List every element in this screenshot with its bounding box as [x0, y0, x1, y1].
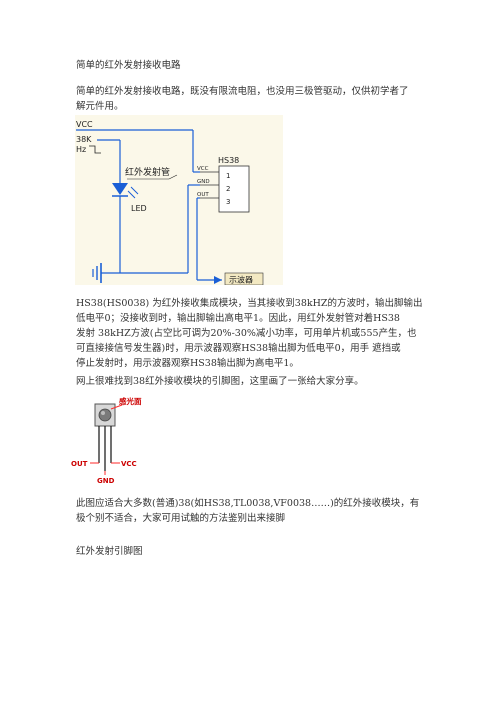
pin-number-2: 2: [226, 185, 230, 193]
scope-label: 示波器: [229, 275, 253, 285]
pin-name-out: OUT: [197, 192, 209, 198]
scope-arrow-icon: [214, 276, 222, 284]
pin-name-vcc: VCC: [197, 166, 209, 172]
share-text: 网上很难找到38红外接收模块的引脚图，这里画了一张给大家分享。: [76, 376, 364, 387]
description-line: 停止发射时，用示波器观察HS38输出脚为高电平1。: [76, 358, 299, 369]
intro-line: 解元件用。: [76, 101, 124, 112]
led-ray-icon: [127, 190, 136, 199]
pin-label-out: OUT: [71, 460, 88, 468]
pin-name-gnd: GND: [197, 179, 210, 185]
page-title: 简单的红外发射接收电路: [76, 60, 181, 71]
square-wave-icon: [89, 145, 101, 154]
led-icon: [112, 183, 128, 195]
pin-label-gnd: GND: [97, 477, 115, 485]
circuit-svg: VCC 38K Hz LED 红外发射管 HS38: [76, 120, 264, 286]
emitter-leader: [168, 174, 178, 180]
chip-label: HS38: [218, 156, 239, 165]
note-line: 极个别不适合，大家可用试触的方法鉴别出来接脚: [76, 513, 286, 524]
description-line: 低电平0；没接收到时，输出脚输出高电平1。因此，用红外发射管对着HS38: [76, 313, 400, 324]
pin-label-vcc: VCC: [121, 460, 137, 468]
description-line: HS38(HS0038) 为红外接收集成模块，当其接收到38kHZ的方波时，输出…: [76, 298, 423, 309]
intro-line: 简单的红外发射接收电路，既没有限流电阻，也没用三极管驱动，仅供初学者了: [76, 86, 409, 97]
emitter-label: 红外发射管: [125, 166, 170, 178]
pin-number-3: 3: [226, 198, 230, 206]
description-line: 发射 38kHZ方波(占空比可调为20%-30%减小功率，可用单片机或555产生…: [76, 328, 417, 339]
freq-label: 38K: [76, 135, 92, 144]
chip-body: [218, 165, 250, 213]
sensor-leader: [110, 404, 123, 410]
freq-unit-label: Hz: [76, 145, 86, 154]
note-paragraph: 此图应适合大多数(普通)38(如HS38,TL0038,VF0038……)的红外…: [76, 496, 419, 526]
vcc-label: VCC: [76, 120, 93, 129]
pinout-diagram: 感光面 OUT VCC GND: [70, 396, 146, 514]
sensor-dome-icon: [98, 408, 112, 422]
led-label: LED: [131, 204, 147, 213]
pin-number-1: 1: [226, 172, 230, 180]
intro-paragraph: 简单的红外发射接收电路，既没有限流电阻，也没用三极管驱动，仅供初学者了 解元件用…: [76, 84, 409, 114]
circuit-diagram: VCC 38K Hz LED 红外发射管 HS38: [75, 115, 283, 286]
sensor-label: 感光面: [119, 396, 142, 406]
footer-heading: 红外发射引脚图: [76, 546, 143, 557]
description-paragraph: HS38(HS0038) 为红外接收集成模块，当其接收到38kHZ的方波时，输出…: [76, 296, 423, 371]
led-ray-icon: [130, 186, 139, 195]
note-line: 此图应适合大多数(普通)38(如HS38,TL0038,VF0038……)的红外…: [76, 498, 420, 509]
description-line: 可直接接信号发生器)时，用示波器观察HS38输出脚为低电平0，用手 遮挡或: [76, 343, 401, 354]
pinout-svg: 感光面 OUT VCC GND: [71, 396, 142, 485]
sensor-highlight: [101, 411, 105, 415]
